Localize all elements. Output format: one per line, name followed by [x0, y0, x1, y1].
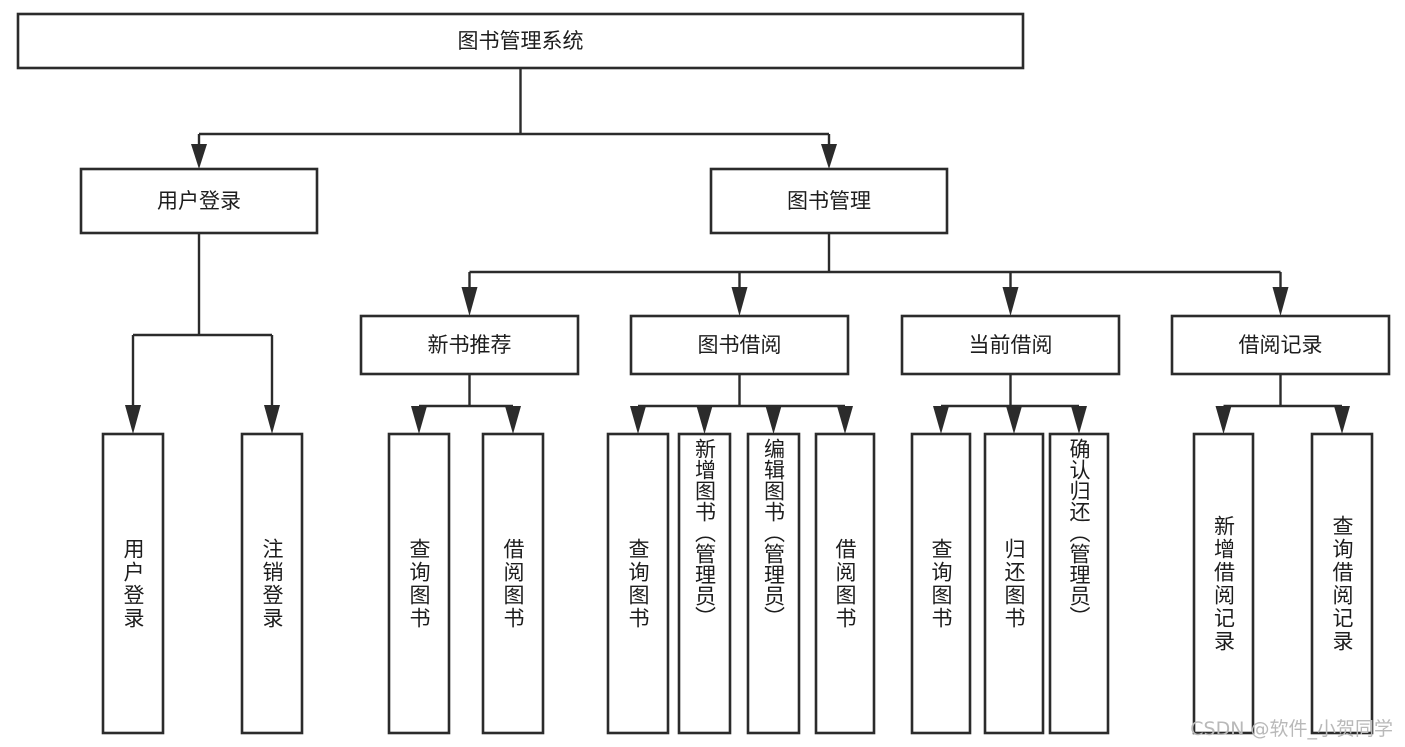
leaf-box-borrow-book-rec[interactable]	[481, 432, 545, 735]
arrow-head-icon	[1006, 406, 1022, 434]
connector-user-login-to-leaves	[125, 233, 280, 434]
leaf-box-edit-book-admin[interactable]	[746, 432, 801, 735]
arrow-head-icon	[630, 406, 646, 434]
node-book-borrow-label: 图书借阅	[698, 333, 782, 357]
node-new-book-recommend-label: 新书推荐	[428, 333, 512, 357]
node-user-login-box	[79, 167, 319, 235]
leaf-box-user-login[interactable]	[101, 432, 165, 735]
arrow-head-icon	[264, 405, 280, 434]
node-current-borrow[interactable]: 当前借阅	[900, 314, 1121, 376]
node-root-box	[16, 12, 1025, 70]
node-root[interactable]: 图书管理系统	[16, 12, 1025, 70]
arrow-head-icon	[461, 287, 478, 316]
leaf-box-query-book-rec[interactable]	[387, 432, 451, 735]
arrow-head-icon	[821, 144, 837, 169]
node-borrow-record-label: 借阅记录	[1239, 333, 1323, 357]
leaf-box-return-book[interactable]	[983, 432, 1045, 735]
arrow-head-icon	[1071, 406, 1087, 434]
arrow-head-icon	[696, 406, 713, 434]
arrow-head-icon	[191, 144, 207, 169]
leaf-box-confirm-return-admin[interactable]	[1048, 432, 1110, 735]
leaf-box-query-book-current[interactable]	[910, 432, 972, 735]
leaf-box-add-book-admin[interactable]	[677, 432, 732, 735]
node-book-management[interactable]: 图书管理	[709, 167, 949, 235]
arrow-head-icon	[933, 406, 949, 434]
node-borrow-record[interactable]: 借阅记录	[1170, 314, 1391, 376]
connector-book-management-to-level3	[461, 233, 1289, 316]
node-book-management-label: 图书管理	[787, 189, 871, 213]
arrow-head-icon	[837, 406, 853, 434]
node-new-book-recommend[interactable]: 新书推荐	[359, 314, 580, 376]
arrow-head-icon	[505, 406, 521, 434]
leaf-box-add-borrow-record[interactable]	[1192, 432, 1255, 735]
arrow-head-icon	[1272, 287, 1289, 316]
arrow-head-icon	[125, 405, 141, 434]
node-new-book-recommend-box	[359, 314, 580, 376]
arrow-head-icon	[411, 406, 427, 434]
node-book-borrow[interactable]: 图书借阅	[629, 314, 850, 376]
arrow-head-icon	[1215, 406, 1232, 434]
arrow-head-icon	[765, 406, 782, 434]
connector-book-borrow-to-leaves	[630, 374, 853, 434]
leaf-box-query-book-borrow[interactable]	[606, 432, 670, 735]
connector-borrow-record-to-leaves	[1215, 374, 1350, 434]
node-user-login-label: 用户登录	[157, 189, 241, 213]
node-root-label: 图书管理系统	[458, 29, 584, 53]
arrow-head-icon	[1002, 287, 1019, 316]
leaf-box-borrow-book[interactable]	[814, 432, 876, 735]
node-user-login[interactable]: 用户登录	[79, 167, 319, 235]
node-current-borrow-box	[900, 314, 1121, 376]
arrow-head-icon	[731, 287, 748, 316]
leaf-box-query-borrow-record[interactable]	[1310, 432, 1374, 735]
leaf-box-logout[interactable]	[240, 432, 304, 735]
arrow-head-icon	[1334, 406, 1350, 434]
connector-new-book-recommend-to-leaves	[411, 374, 521, 434]
node-current-borrow-label: 当前借阅	[969, 333, 1053, 357]
connector-current-borrow-to-leaves	[933, 374, 1087, 434]
connector-root-to-level2	[191, 68, 837, 169]
